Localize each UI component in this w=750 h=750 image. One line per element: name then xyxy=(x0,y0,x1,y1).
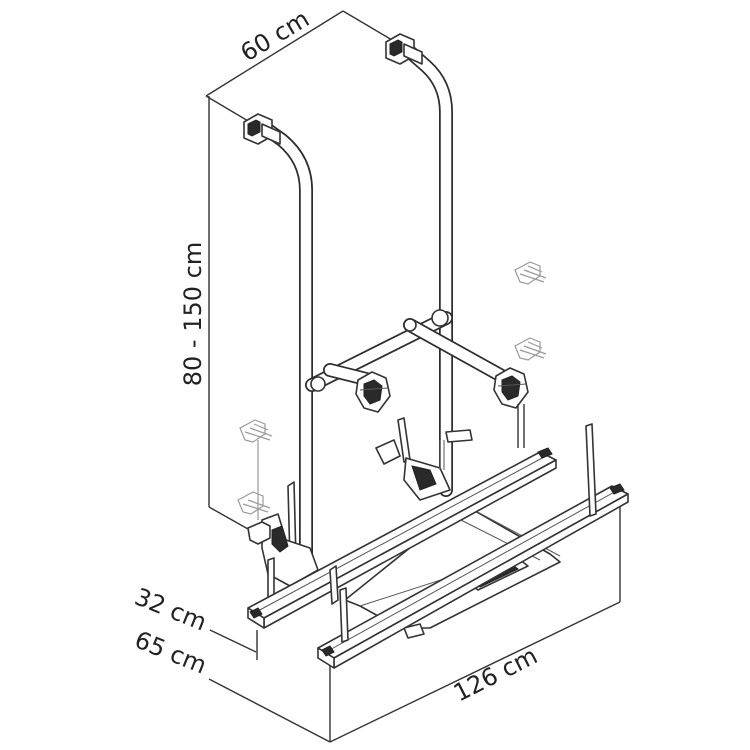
left-support xyxy=(247,481,319,611)
wall-mount-top-right xyxy=(385,33,423,65)
rail-front xyxy=(247,447,557,629)
wheel-clamp-right xyxy=(493,367,529,409)
wheel-clamp-left xyxy=(355,371,391,413)
dimension-height-label: 80 - 150 cm xyxy=(179,242,207,386)
wall-mount-top-left xyxy=(243,113,281,145)
rail-arms xyxy=(339,423,597,643)
wall-bracket-icon xyxy=(237,491,271,515)
wall-bracket-icon xyxy=(514,337,547,361)
dimension-rail-length-label: 126 cm xyxy=(449,642,542,708)
wall-bracket-icon xyxy=(514,261,547,285)
right-frame-tube xyxy=(403,45,453,497)
rail-rear xyxy=(317,483,629,669)
wall-bracket-icon xyxy=(239,419,273,443)
center-mechanism xyxy=(375,417,473,501)
dimension-lines xyxy=(205,10,621,743)
left-frame-tube xyxy=(261,123,313,567)
